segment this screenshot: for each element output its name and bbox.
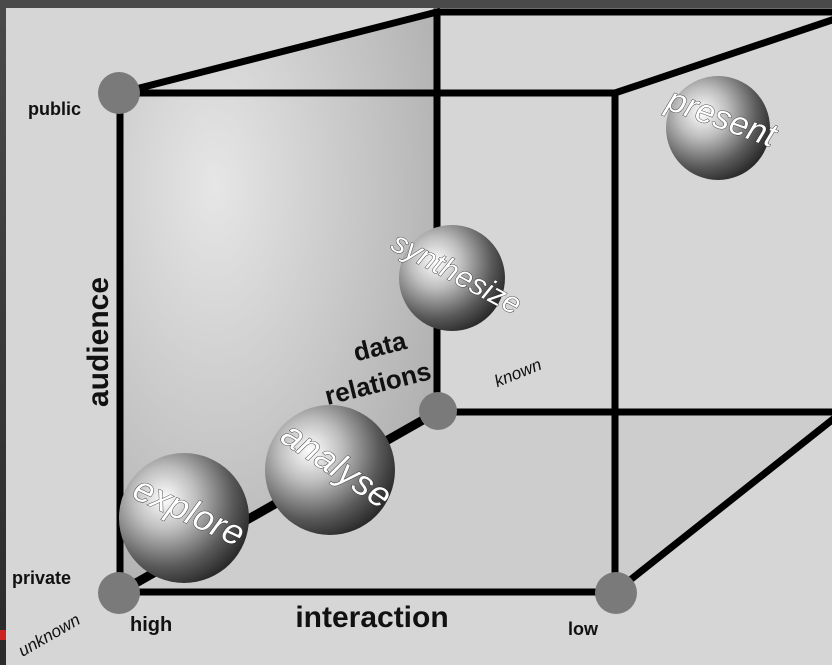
sphere-explore <box>119 453 249 583</box>
label-public: public <box>28 99 81 119</box>
label-interaction: interaction <box>295 601 448 634</box>
sphere-analyse <box>265 405 395 535</box>
corner-dot-private <box>98 572 140 614</box>
cube-edges <box>115 7 832 597</box>
label-low: low <box>568 619 599 639</box>
floor-face <box>120 412 832 592</box>
sphere-synthesize <box>399 225 505 331</box>
label-private: private <box>12 568 71 588</box>
corner-dot-known <box>419 392 457 430</box>
corner-dot-public <box>98 72 140 114</box>
sphere-present <box>666 76 770 180</box>
corner-dot-low <box>595 572 637 614</box>
label-high: high <box>130 614 172 636</box>
label-audience: audience <box>82 277 115 407</box>
accent-mark <box>0 630 6 640</box>
